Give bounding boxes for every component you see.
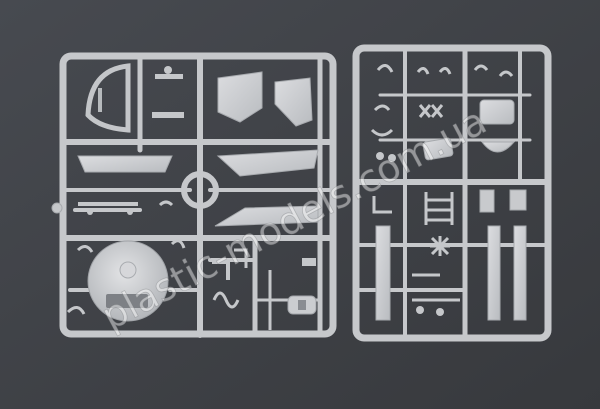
star-part (430, 236, 450, 256)
long-bar-middle (487, 225, 501, 321)
box-part (479, 99, 515, 125)
slanted-plate-upper (216, 149, 319, 177)
right-sprue-frame (352, 44, 552, 342)
long-bar-left (375, 225, 391, 321)
curved-frame-part (85, 63, 131, 133)
dome-part (480, 141, 516, 153)
armor-plate-left (217, 71, 263, 123)
right-sprue-parts (370, 64, 527, 321)
left-sprue (59, 52, 337, 338)
ladder-part (424, 192, 454, 225)
long-bar-right (513, 225, 527, 321)
left-sprue-parts (51, 63, 319, 330)
armor-plate-right (274, 77, 313, 127)
fender-part (77, 155, 173, 173)
slanted-plate-lower (214, 205, 319, 227)
turret-hatch-opening (106, 294, 148, 308)
x-shaped-parts (418, 104, 444, 118)
